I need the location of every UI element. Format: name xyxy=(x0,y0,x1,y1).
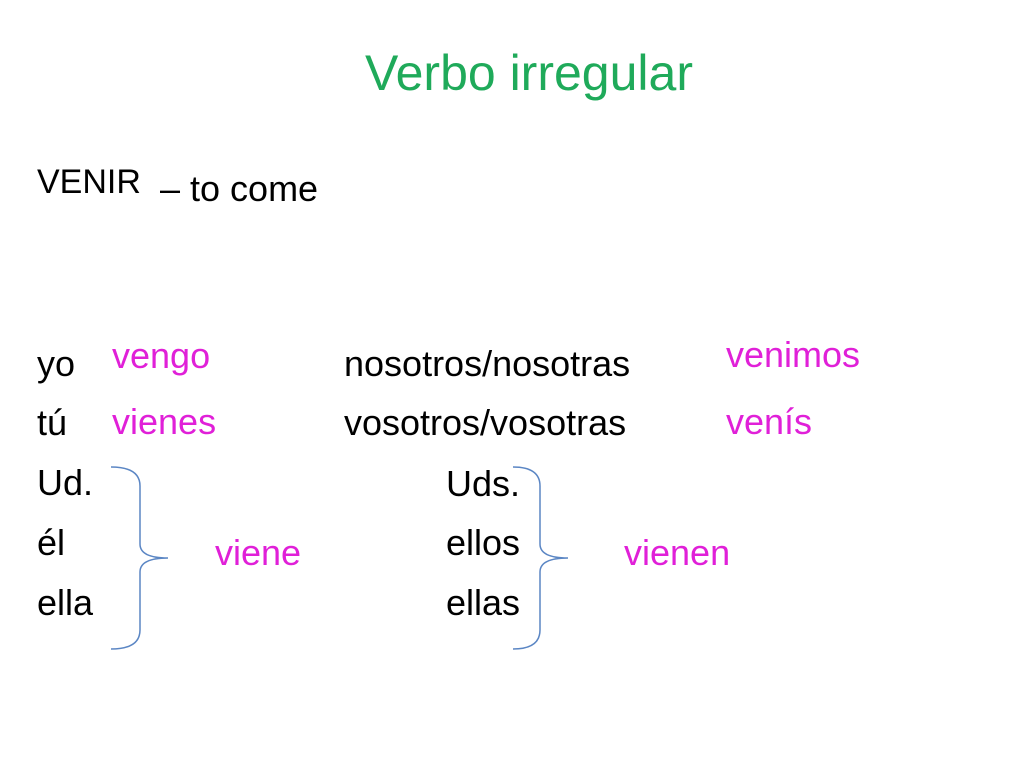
form-vosotros: venís xyxy=(726,401,813,442)
pronoun-vosotros: vosotros/vosotras xyxy=(344,402,627,443)
pronoun-ellas: ellas xyxy=(446,582,521,623)
verb-infinitive: VENIR xyxy=(37,163,141,201)
pronoun-ella: ella xyxy=(37,582,94,623)
form-nosotros: venimos xyxy=(726,334,861,375)
form-third-singular: viene xyxy=(215,532,302,573)
right-brace xyxy=(512,466,569,650)
slide-title: Verbo irregular xyxy=(365,45,693,101)
form-yo: vengo xyxy=(112,335,211,376)
pronoun-ud: Ud. xyxy=(37,462,94,503)
pronoun-el: él xyxy=(37,522,66,563)
pronoun-tu: tú xyxy=(37,402,68,443)
form-tu: vienes xyxy=(112,401,217,442)
verb-meaning: – to come xyxy=(160,168,319,209)
pronoun-ellos: ellos xyxy=(446,522,521,563)
pronoun-nosotros: nosotros/nosotras xyxy=(344,343,631,384)
pronoun-uds: Uds. xyxy=(446,463,521,504)
form-third-plural: vienen xyxy=(624,532,731,573)
pronoun-yo: yo xyxy=(37,343,76,384)
left-brace xyxy=(110,466,169,650)
